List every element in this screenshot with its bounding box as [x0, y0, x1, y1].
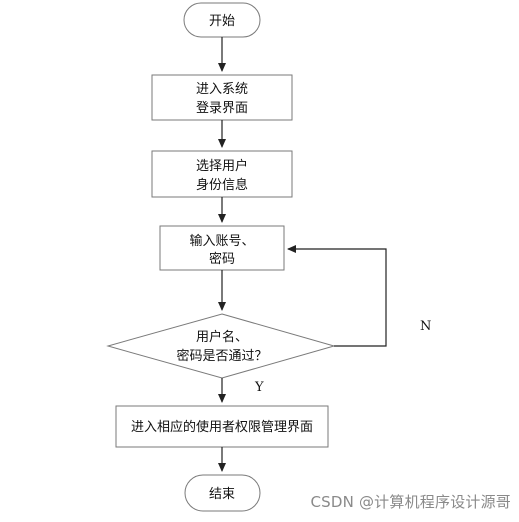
no-label: N — [420, 319, 431, 334]
watermark-text: CSDN @计算机程序设计源哥 — [310, 493, 511, 511]
yes-label: Y — [254, 380, 264, 395]
login-label-line1: 进入系统 — [196, 82, 248, 97]
end-terminal — [184, 474, 261, 512]
enter-permission-screen-box — [115, 405, 329, 448]
login-label-line2: 登录界面 — [196, 101, 248, 116]
select-label-line1: 选择用户 — [196, 158, 248, 174]
connector-no-loop — [287, 245, 387, 347]
start-label: 开始 — [209, 14, 235, 29]
end-label: 结束 — [209, 487, 235, 502]
credentials-decision-diamond — [106, 313, 336, 379]
enter-label: 进入相应的使用者权限管理界面 — [131, 419, 313, 435]
input-label-line2: 密码 — [209, 251, 235, 267]
decision-label-line1: 用户名、 — [196, 329, 248, 345]
input-credentials-box — [159, 225, 285, 271]
input-label-line1: 输入账号、 — [189, 233, 254, 249]
select-label-line2: 身份信息 — [196, 177, 248, 193]
login-screen-box — [151, 74, 293, 121]
decision-label-line2: 密码是否通过？ — [176, 348, 267, 364]
